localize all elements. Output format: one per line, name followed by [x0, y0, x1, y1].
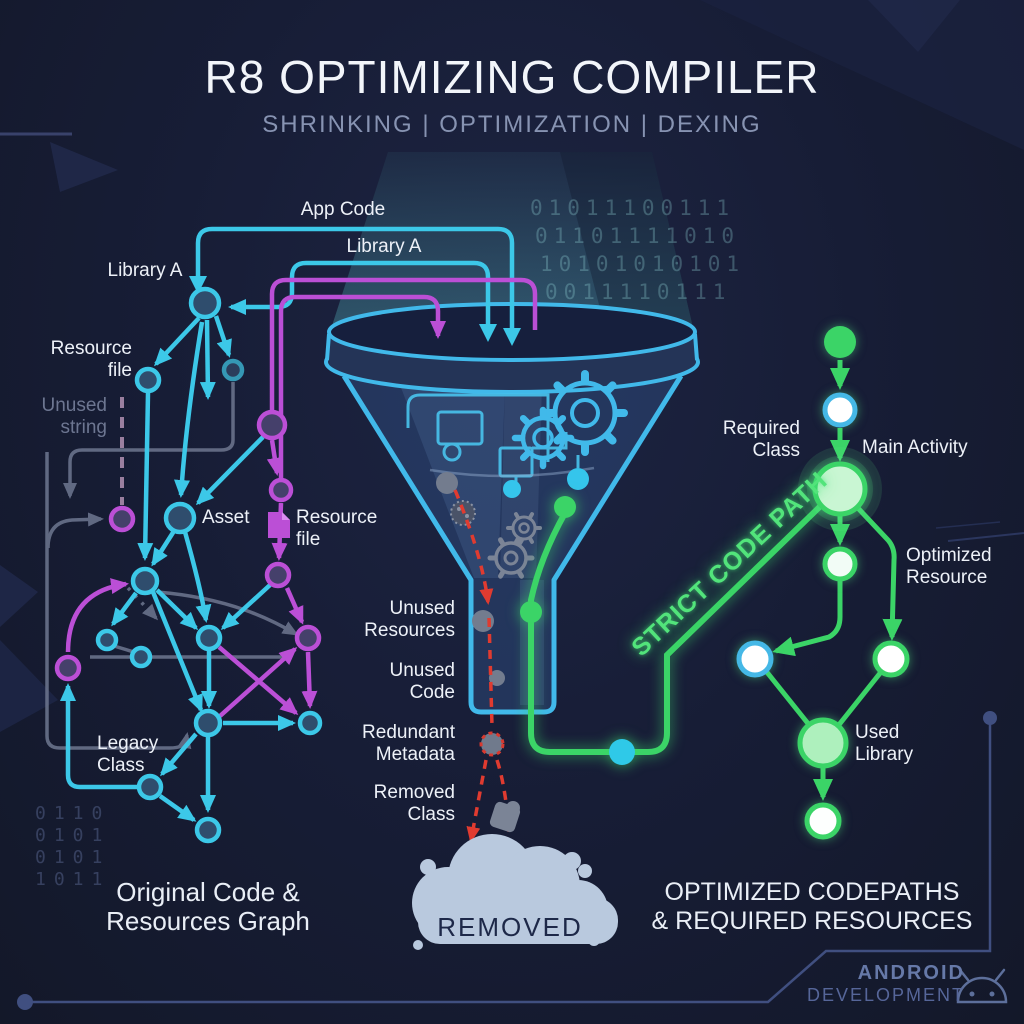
gear-icon: [511, 370, 628, 470]
binary-row: 01101111010: [535, 224, 741, 248]
graph-node-green: [872, 640, 910, 678]
used-library-node: [797, 717, 849, 769]
background-decor: [0, 0, 1024, 732]
right-graph: [736, 326, 910, 840]
binary-row: 01011100111: [530, 196, 736, 220]
removed-cloud-label: REMOVED: [437, 912, 583, 942]
required-class-label: Required Class: [722, 418, 800, 461]
removed-debris-rock: [489, 801, 521, 833]
graph-node-magenta: [264, 561, 292, 589]
graph-node-magenta: [256, 409, 288, 441]
binary-row: 10101010101: [540, 252, 746, 276]
left-graph-gray-edges: [45, 382, 299, 750]
page-subtitle: SHRINKING | OPTIMIZATION | DEXING: [262, 111, 762, 138]
magenta-line-a: [269, 277, 538, 410]
gray-gear-icon: [487, 512, 542, 579]
graph-node-magenta: [54, 654, 82, 682]
resource-file-left-label: Resource file: [50, 338, 132, 381]
optimized-resource-label: Optimized Resource: [906, 545, 992, 588]
left-caption: Original Code & Resources Graph: [106, 877, 310, 936]
removed-class-label: Removed Class: [373, 782, 455, 825]
binary-row: 0101: [35, 825, 111, 846]
green-dot: [554, 496, 576, 518]
right-graph-nodes: [736, 326, 910, 840]
android-robot-icon: [956, 968, 1008, 1004]
graph-node: [193, 708, 223, 738]
unused-resources-label: Unused Resources: [364, 598, 455, 641]
brand-android: ANDROID: [857, 962, 965, 984]
graph-node: [95, 628, 119, 652]
brand-development: DEVELOPMENT: [806, 985, 965, 1005]
binary-row: 0011110111: [545, 280, 732, 304]
graph-node-magenta: [268, 477, 294, 503]
graph-node-magenta: [294, 624, 322, 652]
asset-node: [163, 501, 197, 535]
graph-node: [195, 624, 223, 652]
page-title: R8 OPTIMIZING COMPILER: [204, 51, 820, 103]
removed-cloud: [412, 834, 618, 950]
required-class-node: [822, 392, 858, 428]
binary-row: 0110: [35, 803, 111, 824]
graph-node: [221, 358, 245, 382]
graph-node-green: [822, 546, 858, 582]
green-dot: [520, 601, 542, 623]
funnel-debris: [436, 468, 589, 686]
main-activity-label: Main Activity: [862, 437, 968, 458]
resource-file-mid-label: Resource file: [296, 507, 378, 550]
legacy-class-label: Legacy Class: [97, 733, 159, 776]
left-graph-cyan-edges: [60, 315, 296, 822]
binary-row: 0101: [35, 847, 111, 868]
funnel-input-lines: [189, 226, 538, 478]
entry-node: [824, 326, 856, 358]
strict-code-path-line: [520, 489, 838, 765]
redundant-metadata-label: Redundant Metadata: [362, 722, 455, 765]
unused-string-label: Unused string: [41, 395, 108, 438]
brand-block: ANDROID DEVELOPMENT: [760, 963, 965, 1007]
right-caption: OPTIMIZED CODEPATHS & REQUIRED RESOURCES: [651, 878, 973, 935]
asset-label: Asset: [202, 507, 250, 528]
left-graph-magenta-edges: [65, 439, 318, 718]
library-a-top-label: Library A: [346, 236, 422, 257]
right-graph-edges: [764, 360, 903, 801]
used-library-label: Used Library: [855, 722, 914, 765]
redundant-metadata-node: [479, 731, 505, 757]
main-activity-node: [812, 461, 868, 517]
graph-node-green: [804, 802, 842, 840]
graph-node: [297, 710, 323, 736]
graph-node-magenta: [108, 505, 136, 533]
library-a-line: [228, 260, 491, 330]
resource-file-node: [134, 366, 162, 394]
optimized-resource-node: [736, 640, 774, 678]
graph-node: [129, 645, 153, 669]
app-code-label: App Code: [300, 199, 386, 220]
magenta-line-b: [278, 294, 446, 478]
corner-circuit-decor: [17, 711, 997, 1010]
graph-node: [194, 816, 222, 844]
graph-node: [130, 566, 160, 596]
left-graph-nodes: [54, 286, 323, 844]
cyan-dot: [609, 739, 635, 765]
library-a-node: [188, 286, 222, 320]
legacy-class-node: [136, 773, 164, 801]
app-code-line: [195, 226, 515, 334]
binary-row: 1011: [35, 869, 111, 890]
library-a-left-label: Library A: [107, 260, 183, 281]
resource-file-icon: [268, 512, 290, 538]
unused-code-label: Unused Code: [389, 660, 456, 703]
